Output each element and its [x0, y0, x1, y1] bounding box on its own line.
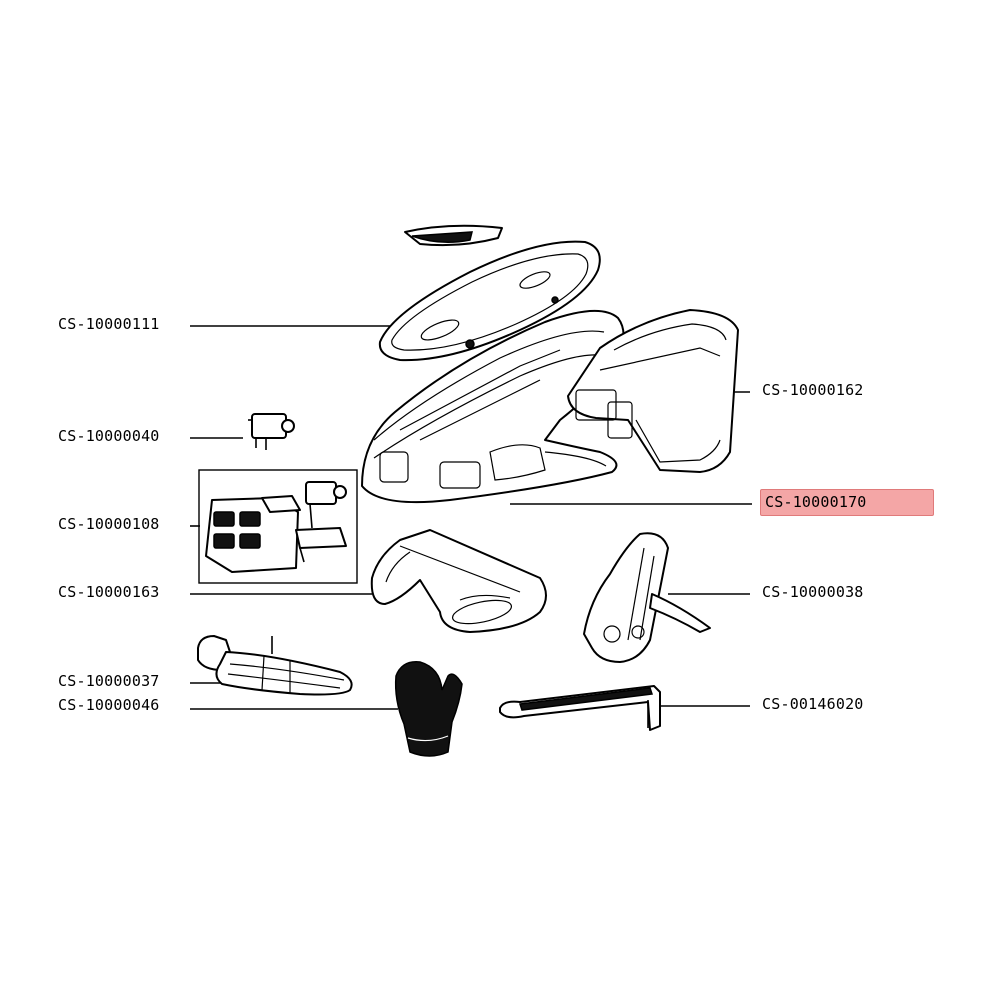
support-bracket-drawing-00146020: [499, 685, 661, 731]
handle-drawing-10000163: [370, 529, 547, 633]
part-label-00146020[interactable]: CS-00146020: [762, 695, 864, 713]
leader-lines: [190, 325, 752, 710]
water-tank-drawing-10000162: [567, 309, 739, 473]
valve-drawing-10000040: [248, 413, 295, 450]
part-label-10000040[interactable]: CS-10000040: [58, 427, 160, 445]
part-label-10000046[interactable]: CS-10000046: [58, 696, 160, 714]
part-label-10000162[interactable]: CS-10000162: [762, 381, 864, 399]
part-label-10000163[interactable]: CS-10000163: [58, 583, 160, 601]
lid-drawing-10000111: [378, 240, 601, 362]
part-label-10000108[interactable]: CS-10000108: [58, 515, 160, 533]
part-label-10000038[interactable]: CS-10000038: [762, 583, 864, 601]
part-label-10000170-highlighted[interactable]: CS-10000170: [760, 489, 934, 516]
pump-assembly-drawing-10000108: [198, 469, 358, 584]
steam-hose-drawing-10000037: [197, 635, 353, 696]
iron-rest-drawing-10000038: [583, 532, 711, 663]
part-label-10000111[interactable]: CS-10000111: [58, 315, 160, 333]
protective-mitt-drawing-10000046: [394, 661, 463, 757]
part-label-10000037[interactable]: CS-10000037: [58, 672, 160, 690]
top-partial-part-drawing: [404, 224, 503, 247]
